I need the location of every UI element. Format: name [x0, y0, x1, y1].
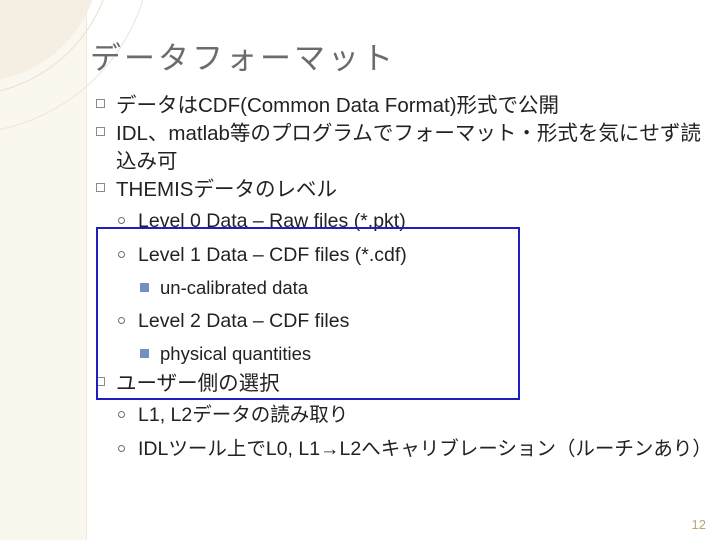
square-bullet-icon	[96, 127, 105, 136]
decorative-left-band	[0, 0, 152, 540]
circle-bullet-icon	[118, 217, 125, 224]
bullet-level1-item: データはCDF(Common Data Format)形式で公開	[96, 92, 710, 120]
bullet-level2-item: L1, L2データの読み取り	[96, 398, 710, 432]
square-bullet-icon	[96, 377, 105, 386]
circle-bullet-icon	[118, 251, 125, 258]
bullet-text: データはCDF(Common Data Format)形式で公開	[116, 94, 560, 117]
circle-bullet-icon	[118, 411, 125, 418]
page-title: データフォーマット	[90, 41, 396, 76]
filled-square-bullet-icon	[140, 283, 149, 292]
bullet-level1-item: THEMISデータのレベル	[96, 176, 710, 204]
square-bullet-icon	[96, 183, 105, 192]
bullet-level3-item: physical quantities	[96, 338, 710, 370]
bullet-level1-item: IDL、matlab等のプログラムでフォーマット・形式を気にせず読込み可	[96, 120, 710, 176]
bullet-text: IDLツール上でL0, L1→L2へキャリブレーション（ルーチンあり）	[138, 438, 712, 460]
bullet-text: L1, L2データの読み取り	[138, 404, 349, 426]
bullet-text: Level 0 Data – Raw files (*.pkt)	[138, 210, 406, 232]
slide-content: データはCDF(Common Data Format)形式で公開 IDL、mat…	[96, 92, 712, 466]
bullet-text: physical quantities	[160, 343, 312, 364]
filled-square-bullet-icon	[140, 349, 149, 358]
circle-bullet-icon	[118, 445, 125, 452]
bullet-text: Level 2 Data – CDF files	[138, 310, 350, 332]
bullet-text: un-calibrated data	[160, 277, 309, 298]
bullet-level2-item: Level 0 Data – Raw files (*.pkt)	[96, 204, 710, 238]
bullet-text: Level 1 Data – CDF files (*.cdf)	[138, 244, 407, 266]
bullet-level2-item: IDLツール上でL0, L1→L2へキャリブレーション（ルーチンあり）	[96, 432, 712, 466]
circle-bullet-icon	[118, 317, 125, 324]
bullet-level2-item: Level 2 Data – CDF files	[96, 304, 710, 338]
bullet-text: THEMISデータのレベル	[116, 178, 337, 201]
page-number: 12	[691, 517, 706, 532]
bullet-text: IDL、matlab等のプログラムでフォーマット・形式を気にせず読込み可	[116, 122, 701, 173]
bullet-level1-item: ユーザー側の選択	[96, 370, 710, 398]
square-bullet-icon	[96, 99, 105, 108]
bullet-level3-item: un-calibrated data	[96, 272, 710, 304]
bullet-level2-item: Level 1 Data – CDF files (*.cdf)	[96, 238, 710, 272]
bullet-text: ユーザー側の選択	[116, 372, 280, 395]
